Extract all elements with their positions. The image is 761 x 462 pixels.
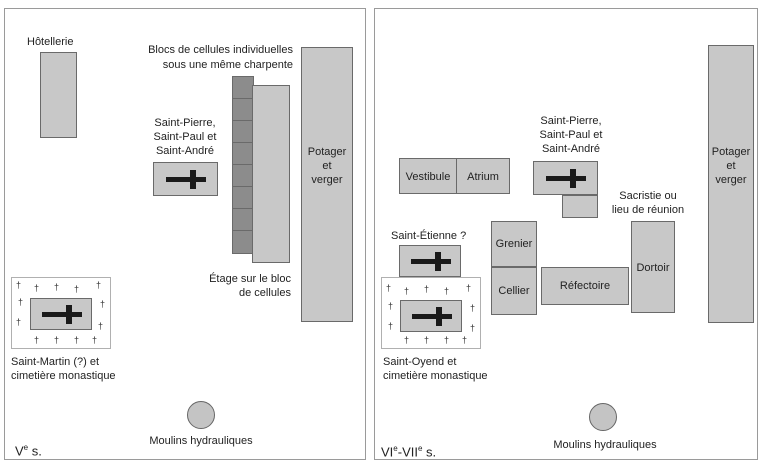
saint-etienne-building [399, 245, 461, 277]
martin-label-2: cimetière monastique [11, 370, 116, 382]
etienne-label: Saint-Étienne ? [391, 230, 467, 242]
oyend-label-1: Saint-Oyend et [383, 356, 457, 368]
atrium-label: Atrium [467, 171, 499, 183]
cross-icon [42, 305, 82, 324]
blocs-label-1: Blocs de cellules individuelles [148, 44, 293, 56]
refectoire-building [541, 267, 629, 305]
mill-icon [187, 401, 215, 429]
panel-5th-century: Hôtellerie Blocs de cellules individuell… [4, 8, 366, 460]
potager-building [708, 45, 754, 323]
grave-icon: † [96, 280, 102, 290]
cell [232, 208, 254, 231]
cell-block [232, 76, 254, 254]
vestibule-label: Vestibule [405, 171, 451, 183]
cell [232, 164, 254, 187]
grave-icon: † [18, 297, 24, 307]
grave-icon: † [424, 335, 430, 345]
cell [232, 186, 254, 209]
sacristie-label-1: Sacristie ou [619, 190, 677, 202]
grave-icon: † [16, 280, 22, 290]
potager-label-3: verger [715, 174, 747, 186]
grave-icon: † [54, 335, 60, 345]
grave-icon: † [444, 286, 450, 296]
church-label-1: Saint-Pierre, [540, 115, 602, 127]
cross-icon [166, 170, 206, 189]
potager-label-2: et [322, 160, 332, 172]
saint-oyend-building [400, 300, 462, 332]
church-label-2: Saint-Paul et [153, 131, 217, 143]
grenier-building [491, 221, 537, 267]
grave-icon: † [466, 283, 472, 293]
grave-icon: † [444, 335, 450, 345]
sacristie-building [562, 195, 598, 218]
refectoire-label: Réfectoire [559, 280, 611, 292]
grave-icon: † [34, 283, 40, 293]
etage-label-2: de cellules [239, 287, 291, 299]
grave-icon: † [388, 321, 394, 331]
mill-icon [589, 403, 617, 431]
grave-icon: † [34, 335, 40, 345]
dortoir-building [631, 221, 675, 313]
grave-icon: † [54, 282, 60, 292]
etage-label-1: Étage sur le bloc [209, 273, 291, 285]
grave-icon: † [470, 303, 476, 313]
grave-icon: † [386, 283, 392, 293]
hotellerie-label: Hôtellerie [27, 36, 74, 48]
cell [232, 98, 254, 121]
potager-label-1: Potager [307, 146, 347, 158]
grave-icon: † [74, 284, 80, 294]
upper-floor-building [252, 85, 290, 263]
potager-building [301, 47, 353, 322]
atrium-building [456, 158, 510, 194]
sacristie-label-2: lieu de réunion [611, 204, 685, 216]
moulins-label: Moulins hydrauliques [149, 435, 253, 447]
potager-label-3: verger [311, 174, 343, 186]
martin-label-1: Saint-Martin (?) et [11, 356, 100, 368]
oyend-label-2: cimetière monastique [383, 370, 488, 382]
grave-icon: † [388, 301, 394, 311]
church-label-2: Saint-Paul et [539, 129, 603, 141]
saint-martin-building [30, 298, 92, 330]
cell [232, 120, 254, 143]
dortoir-label: Dortoir [636, 262, 670, 274]
cross-icon [546, 169, 586, 188]
period-label: VIe-VIIe s. [381, 444, 437, 460]
church-label-1: Saint-Pierre, [154, 117, 216, 129]
grave-icon: † [100, 299, 106, 309]
cemetery-area: † † † † † † † † † † † † † [381, 277, 481, 349]
grave-icon: † [92, 335, 98, 345]
potager-label-1: Potager [711, 146, 751, 158]
cross-icon [411, 252, 451, 271]
grave-icon: † [98, 321, 104, 331]
grave-icon: † [424, 284, 430, 294]
cemetery-area: † † † † † † † † † † † † † [11, 277, 111, 349]
grave-icon: † [74, 335, 80, 345]
panel-6th-7th-century: Saint-Pierre, Saint-Paul et Saint-André … [374, 8, 758, 460]
church-label-3: Saint-André [155, 145, 215, 157]
grave-icon: † [404, 286, 410, 296]
grenier-label: Grenier [495, 238, 533, 250]
grave-icon: † [462, 335, 468, 345]
grave-icon: † [404, 335, 410, 345]
potager-label-2: et [726, 160, 736, 172]
cell [232, 142, 254, 165]
cellier-building [491, 267, 537, 315]
blocs-label-2: sous une même charpente [162, 59, 293, 71]
church-label-3: Saint-André [541, 143, 601, 155]
cross-icon [412, 307, 452, 326]
church-building [153, 162, 218, 196]
hotellerie-building [40, 52, 77, 138]
grave-icon: † [16, 317, 22, 327]
cell [232, 230, 254, 254]
cell [232, 76, 254, 99]
grave-icon: † [470, 323, 476, 333]
period-label: Ve s. [15, 443, 42, 459]
church-building [533, 161, 598, 195]
moulins-label: Moulins hydrauliques [553, 439, 657, 451]
cellier-label: Cellier [498, 285, 530, 297]
vestibule-building [399, 158, 457, 194]
